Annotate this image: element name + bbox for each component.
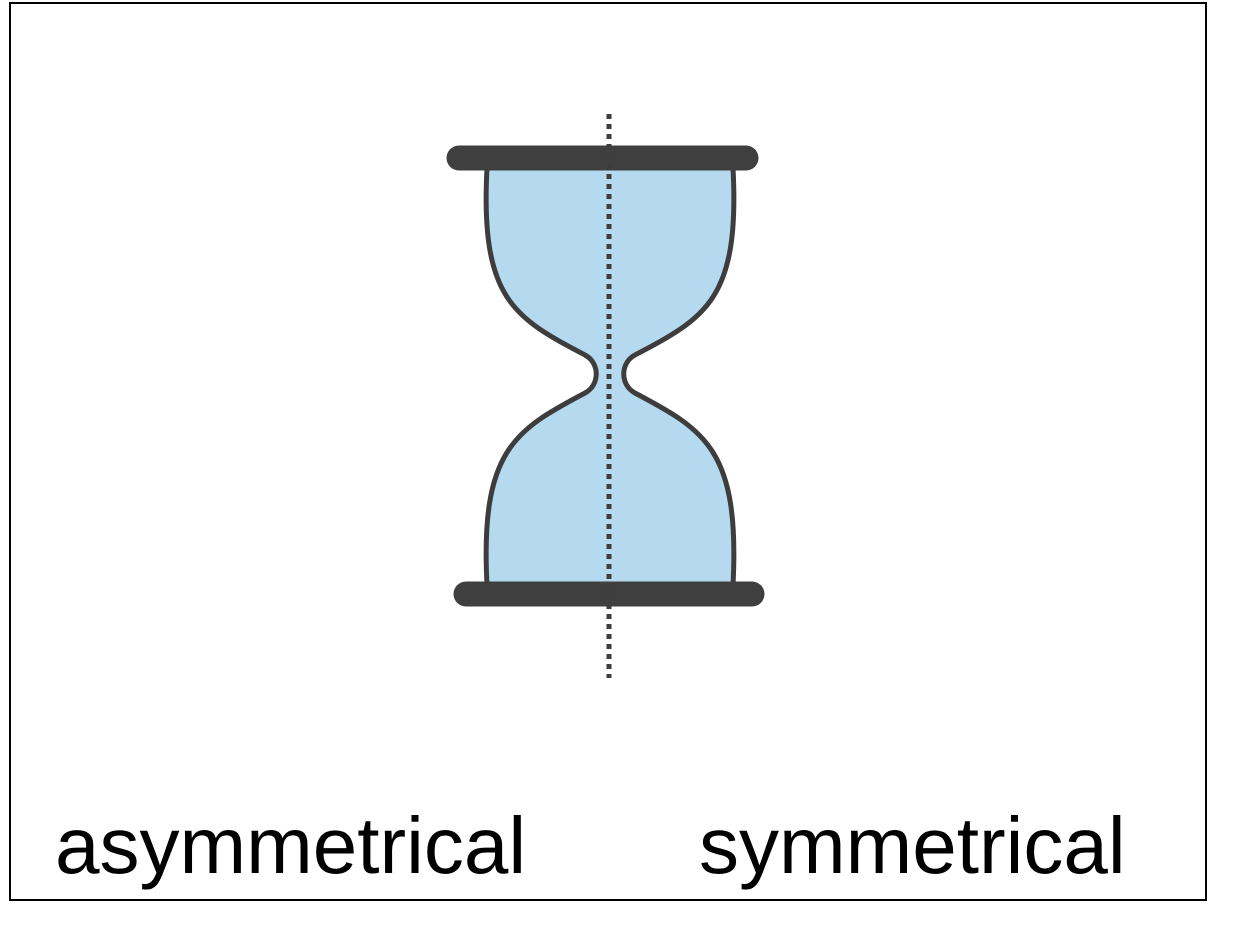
hourglass-icon (446, 145, 765, 607)
asymmetrical-option[interactable]: asymmetrical (55, 801, 527, 890)
symmetrical-option[interactable]: symmetrical (699, 801, 1126, 890)
